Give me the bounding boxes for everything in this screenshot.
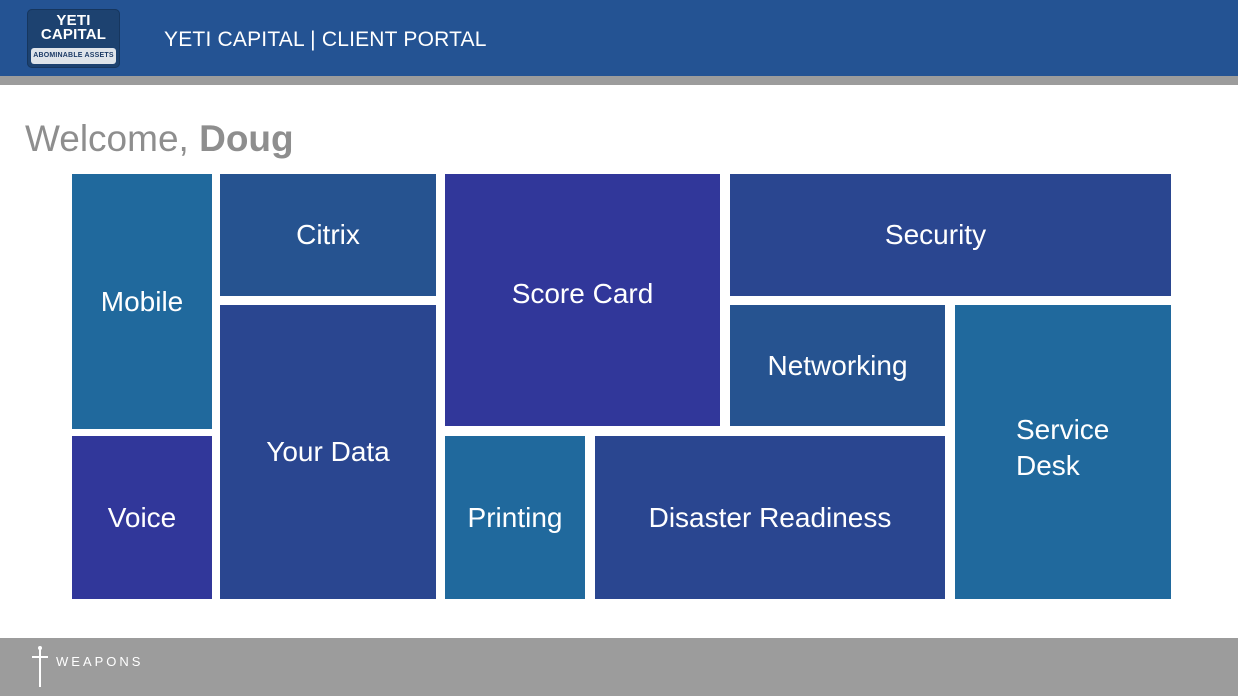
- tile-disaster-readiness[interactable]: Disaster Readiness: [595, 436, 945, 599]
- tile-service-desk-label: Service Desk: [1016, 412, 1109, 484]
- logo-badge: ABOMINABLE ASSETS: [31, 48, 116, 64]
- tile-service-desk[interactable]: Service Desk: [955, 305, 1171, 599]
- welcome-greeting: Welcome,: [25, 118, 200, 159]
- tile-your-data[interactable]: Your Data: [220, 305, 436, 599]
- header-bar: YETI CAPITAL ABOMINABLE ASSETS YETI CAPI…: [0, 0, 1238, 76]
- tile-score-card[interactable]: Score Card: [445, 174, 720, 426]
- tile-citrix[interactable]: Citrix: [220, 174, 436, 296]
- tile-service-desk-line-1: Service: [1016, 414, 1110, 445]
- tile-service-desk-line-2: Desk: [1016, 450, 1080, 481]
- welcome-user-name: Doug: [199, 118, 294, 159]
- dagger-icon: [32, 646, 48, 687]
- portal-title: YETI CAPITAL | CLIENT PORTAL: [164, 28, 487, 51]
- tile-security[interactable]: Security: [730, 174, 1171, 296]
- tile-printing[interactable]: Printing: [445, 436, 585, 599]
- tile-printing-label: Printing: [467, 501, 563, 533]
- tile-security-label: Security: [884, 219, 987, 250]
- tile-your-data-label: Your Data: [266, 436, 390, 467]
- logo-line-2: CAPITAL: [40, 26, 107, 43]
- yeti-capital-logo[interactable]: YETI CAPITAL ABOMINABLE ASSETS: [27, 9, 120, 68]
- tile-mobile-label: Mobile: [100, 285, 184, 317]
- header-divider: [0, 76, 1238, 85]
- tile-disaster-readiness-label: Disaster Readiness: [648, 501, 892, 533]
- tile-mobile[interactable]: Mobile: [72, 174, 212, 429]
- footer-brand-text: WEAPONS: [56, 654, 144, 669]
- footer-bar: WEAPONS: [0, 638, 1238, 696]
- tile-score-card-label: Score Card: [511, 278, 654, 309]
- tile-voice[interactable]: Voice: [72, 436, 212, 599]
- tile-networking-label: Networking: [767, 349, 908, 381]
- tile-voice-label: Voice: [107, 501, 177, 533]
- welcome-heading: Welcome, Doug: [25, 116, 294, 162]
- tile-networking[interactable]: Networking: [730, 305, 945, 426]
- tile-citrix-label: Citrix: [296, 219, 360, 250]
- logo-line-1: YETI: [56, 12, 91, 29]
